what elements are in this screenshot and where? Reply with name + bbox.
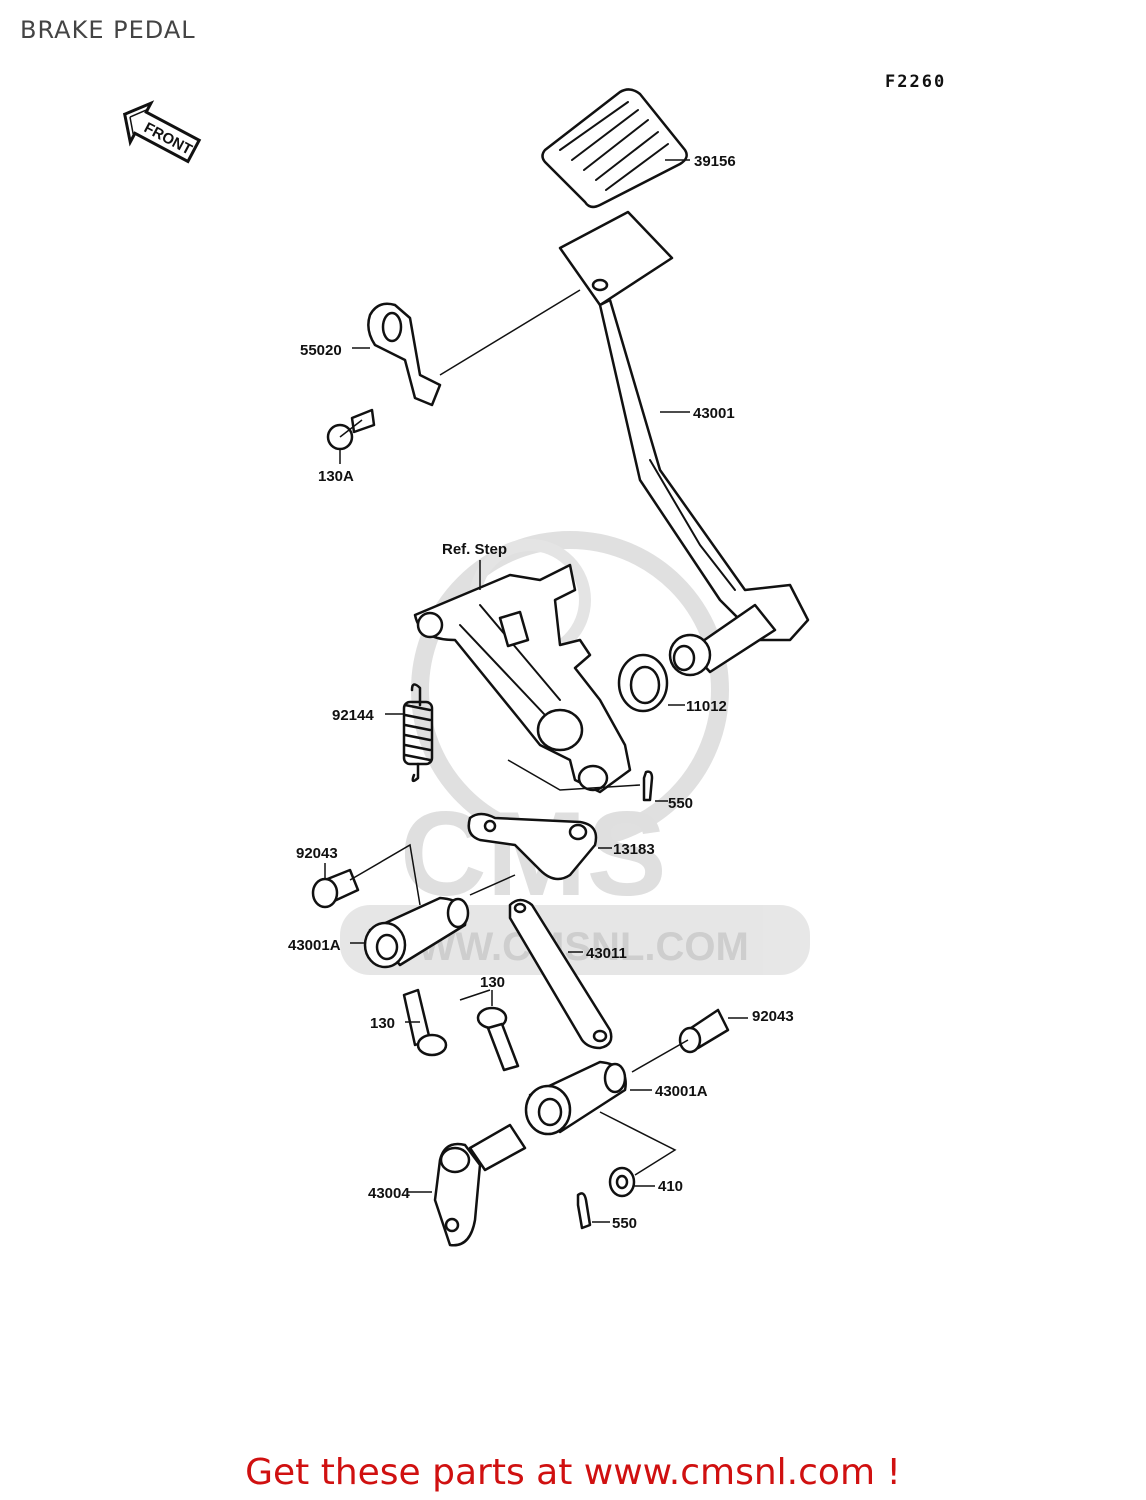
leader-lines xyxy=(324,159,748,1223)
label-43011: 43011 xyxy=(586,945,627,962)
label-410: 410 xyxy=(658,1178,683,1195)
cotter-pin-550-upper-shape xyxy=(642,770,654,802)
label-92144: 92144 xyxy=(332,707,374,724)
brake-shaft-43004-shape xyxy=(433,1123,527,1247)
footer-promo-link[interactable]: Get these parts at www.cmsnl.com ! xyxy=(245,1452,901,1493)
pin-92043-left-shape xyxy=(311,868,360,909)
label-43001: 43001 xyxy=(693,405,735,422)
rod-joint-43001a-upper-shape xyxy=(363,896,470,969)
rod-joint-43001a-lower-shape xyxy=(524,1060,627,1136)
label-130a: 130A xyxy=(318,468,354,485)
label-92043-right: 92043 xyxy=(752,1008,794,1025)
brake-rod-43011-shape xyxy=(508,898,613,1050)
pin-92043-right-shape xyxy=(678,1008,730,1054)
label-ref-step: Ref. Step xyxy=(442,541,507,558)
pedal-shaft-shape xyxy=(668,603,777,677)
page-title: BRAKE PEDAL xyxy=(20,16,196,44)
pedal-arm-43001-shape xyxy=(558,210,810,642)
label-130-left: 130 xyxy=(370,1015,395,1032)
washer-410-shape xyxy=(608,1166,636,1198)
label-39156: 39156 xyxy=(694,153,736,170)
label-130-middle: 130 xyxy=(480,974,505,991)
label-43004: 43004 xyxy=(368,1185,410,1202)
bolt-130-left-shape xyxy=(402,988,448,1057)
label-43001a-upper: 43001A xyxy=(288,937,341,954)
oil-seal-11012-shape xyxy=(617,653,669,713)
figure-code: F2260 xyxy=(885,72,947,92)
front-direction-arrow: FRONT xyxy=(122,100,202,164)
label-550-upper: 550 xyxy=(668,795,693,812)
bolt-130a-shape xyxy=(326,408,376,451)
pedal-rubber-39156-shape xyxy=(541,88,688,209)
label-92043-left: 92043 xyxy=(296,845,338,862)
footrest-bracket-shape xyxy=(413,563,632,794)
label-13183: 13183 xyxy=(613,841,655,858)
bolt-130-middle-shape xyxy=(476,1006,520,1072)
stopper-bracket-55020-shape xyxy=(367,302,442,407)
label-55020: 55020 xyxy=(300,342,342,359)
label-550-lower: 550 xyxy=(612,1215,637,1232)
label-43001a-lower: 43001A xyxy=(655,1083,708,1100)
return-spring-92144-shape xyxy=(402,683,434,783)
part-labels: 39156 55020 130A 43001 Ref. Step 11012 9… xyxy=(288,153,794,1232)
lever-13183-shape xyxy=(467,812,598,881)
cotter-pin-550-lower-shape xyxy=(576,1192,592,1230)
label-11012: 11012 xyxy=(686,698,727,715)
